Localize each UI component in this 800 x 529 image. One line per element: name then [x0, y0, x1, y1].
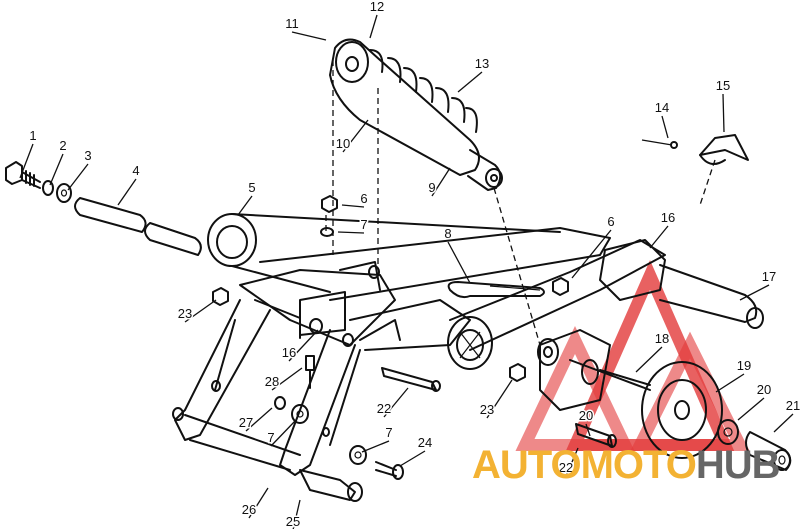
center-bracket — [239, 261, 471, 351]
leader-line-20a — [737, 397, 765, 421]
callout-1: 1 — [29, 128, 36, 143]
callout-3: 3 — [84, 148, 91, 163]
leader-line-11 — [291, 31, 327, 41]
callout-8: 8 — [444, 226, 451, 241]
leader-line-4 — [117, 178, 137, 206]
leader-line-15 — [722, 93, 725, 133]
callout-12: 12 — [370, 0, 384, 14]
leader-line-14 — [661, 115, 669, 139]
right-assembly — [537, 239, 792, 471]
leader-line-7a — [337, 231, 365, 234]
spring-pin — [447, 281, 545, 299]
callout-6b: 6 — [607, 214, 614, 229]
svg-text:AUTOMOTOHUB: AUTOMOTOHUB — [472, 443, 780, 487]
leader-line-7c — [361, 440, 390, 453]
leader-line-19 — [715, 373, 745, 393]
watermark-text: AUTOMOTOHUB — [472, 443, 781, 487]
callout-25: 25 — [286, 514, 300, 529]
leader-line-9 — [431, 167, 451, 197]
watermark-text-auto: AUTO — [472, 443, 581, 487]
leader-line-16b — [288, 329, 319, 362]
callout-22b: 22 — [559, 460, 573, 475]
callout-28: 28 — [265, 374, 279, 389]
leader-line-21 — [773, 413, 794, 433]
leader-line-12 — [369, 14, 378, 39]
leader-line-6b — [571, 229, 612, 279]
leader-line-7b — [270, 419, 297, 447]
leader-line-23b — [486, 379, 513, 419]
leader-line-22a — [383, 387, 409, 418]
callout-23a: 23 — [178, 306, 192, 321]
middle-bushing — [447, 316, 493, 370]
leader-line-8 — [447, 241, 471, 284]
leader-line-26 — [248, 487, 269, 519]
callout-14: 14 — [655, 100, 669, 115]
callout-21: 21 — [786, 398, 800, 413]
leader-line-10 — [342, 119, 369, 153]
shock-absorber — [329, 38, 503, 191]
leader-line-22b — [565, 447, 579, 477]
leader-line-27 — [245, 407, 273, 432]
lower-washers — [274, 396, 367, 465]
leader-line-25 — [292, 499, 301, 529]
callout-15: 15 — [716, 78, 730, 93]
leader-line-18 — [635, 346, 663, 373]
callout-7a: 7 — [360, 217, 367, 232]
callout-leaders — [19, 14, 794, 529]
watermark-text-moto: MOTO — [581, 443, 696, 487]
watermark-text-hub: HUB — [696, 443, 780, 487]
callout-7b: 7 — [267, 430, 274, 445]
leader-line-24 — [399, 450, 426, 467]
front-tube — [207, 213, 561, 293]
leader-line-17 — [739, 284, 770, 301]
callout-9: 9 — [428, 180, 435, 195]
callout-16b: 16 — [282, 345, 296, 360]
callout-10: 10 — [336, 136, 350, 151]
callout-24: 24 — [418, 435, 432, 450]
left-hardware — [5, 161, 202, 256]
callout-7c: 7 — [385, 425, 392, 440]
leader-line-20b — [585, 423, 591, 437]
leader-line-1 — [19, 143, 34, 179]
callout-23b: 23 — [480, 402, 494, 417]
callout-20b: 20 — [579, 408, 593, 423]
callout-4: 4 — [132, 163, 139, 178]
nuts-washers — [212, 195, 569, 382]
callout-19: 19 — [737, 358, 751, 373]
callout-2: 2 — [59, 138, 66, 153]
callout-6a: 6 — [360, 191, 367, 206]
leader-line-16a — [649, 225, 669, 249]
leader-line-2 — [49, 153, 64, 186]
watermark-logo — [515, 260, 750, 451]
callout-27: 27 — [239, 415, 253, 430]
leader-line-6a — [341, 204, 365, 208]
callout-17: 17 — [762, 269, 776, 284]
callout-20a: 20 — [757, 382, 771, 397]
leader-line-28 — [271, 367, 303, 391]
bumper-clip — [641, 134, 749, 165]
callout-13: 13 — [475, 56, 489, 71]
callout-22a: 22 — [377, 401, 391, 416]
leader-line-3 — [67, 163, 89, 191]
leader-line-23a — [184, 299, 217, 323]
callout-18: 18 — [655, 331, 669, 346]
callout-11: 11 — [285, 16, 299, 31]
bolts — [305, 355, 617, 480]
callout-16a: 16 — [661, 210, 675, 225]
leader-line-13 — [457, 71, 483, 93]
callout-26: 26 — [242, 502, 256, 517]
callout-5: 5 — [248, 180, 255, 195]
left-rail — [172, 299, 363, 502]
leader-line-5 — [237, 195, 253, 216]
